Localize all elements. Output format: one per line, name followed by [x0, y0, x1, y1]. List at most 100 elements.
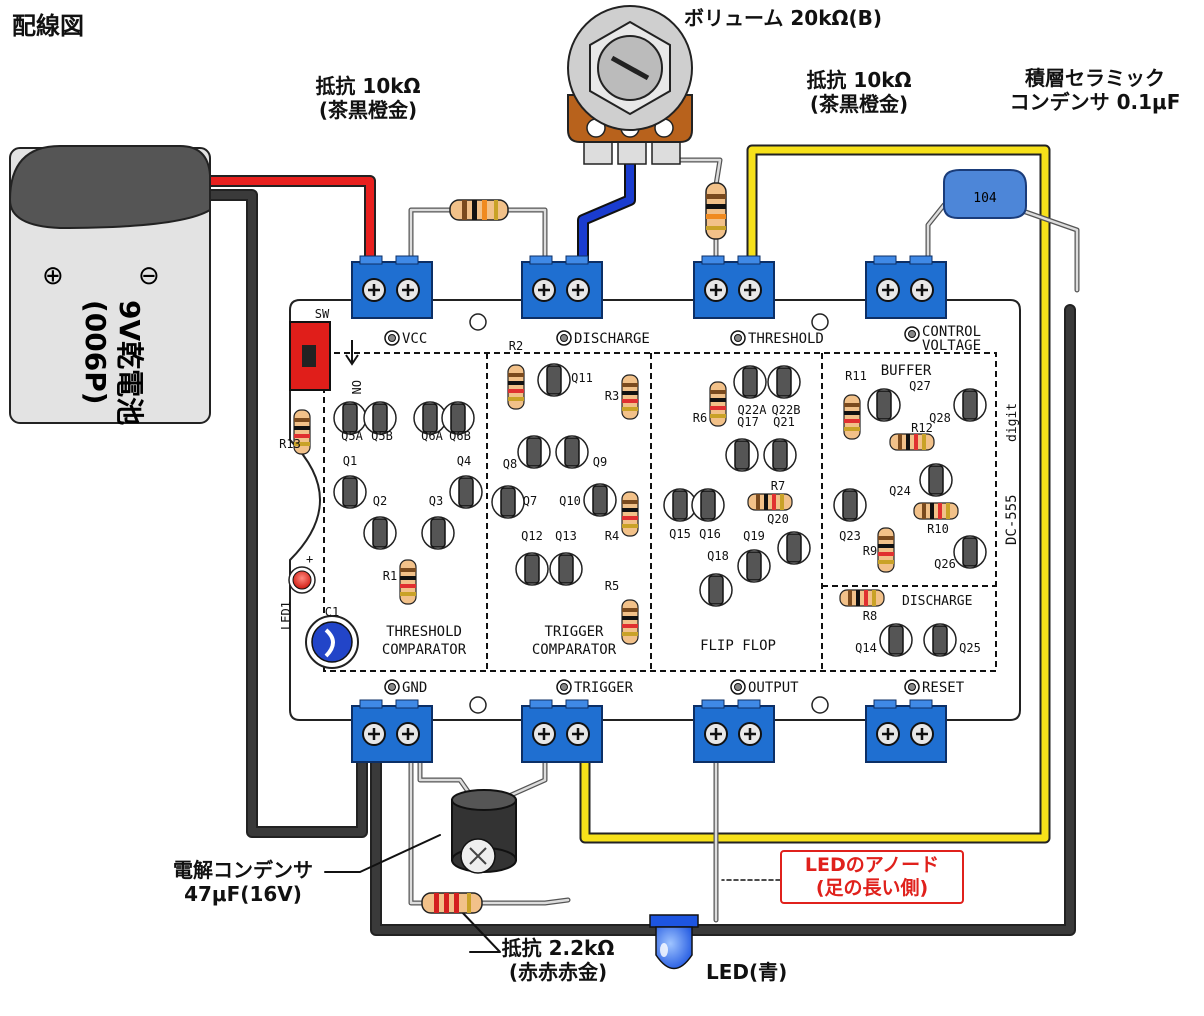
terminal-block — [865, 255, 947, 319]
pin-output: OUTPUT — [748, 680, 799, 696]
screw-icon — [704, 722, 728, 746]
resistor-label: R11 — [845, 369, 867, 383]
screw-icon — [362, 278, 386, 302]
terminal-block — [865, 699, 947, 763]
transistor-label: Q16 — [699, 527, 721, 541]
transistor-label: Q6A — [421, 429, 443, 443]
transistor: Q17 — [725, 415, 759, 472]
transistor: Q23 — [833, 488, 867, 543]
transistor: Q14 — [855, 623, 913, 657]
pin-marker-icon — [556, 679, 572, 695]
resistor: R12 — [889, 421, 935, 451]
screw-icon — [876, 278, 900, 302]
screw-icon — [566, 722, 590, 746]
transistor-label: Q2 — [373, 494, 387, 508]
transistor-label: Q10 — [559, 494, 581, 508]
transistor-label: Q15 — [669, 527, 691, 541]
transistor-label: Q4 — [457, 454, 471, 468]
resistor: R2 — [507, 339, 525, 410]
resistor-bottom-line2: (赤赤赤金) — [508, 960, 608, 984]
transistor-label: Q19 — [743, 529, 765, 543]
section-threshold: THRESHOLD — [386, 624, 462, 640]
ceramic-label: 積層セラミック コンデンサ 0.1μF — [1000, 66, 1190, 114]
pin-control: CONTROL — [922, 324, 981, 340]
transistor-label: Q12 — [521, 529, 543, 543]
ceramic-line2: コンデンサ 0.1μF — [1009, 90, 1181, 114]
transistor: Q25 — [923, 623, 981, 657]
resistor-right-10k — [705, 182, 727, 240]
resistor: R8 — [839, 589, 885, 623]
terminal-block — [693, 699, 775, 763]
electrolytic-line2: 47μF(16V) — [184, 882, 302, 906]
transistor: Q6A — [413, 401, 447, 443]
resistor-label: R4 — [605, 529, 619, 543]
terminal-block — [351, 255, 433, 319]
screw-icon — [738, 722, 762, 746]
transistor-label: Q6B — [449, 429, 471, 443]
resistor-label: R5 — [605, 579, 619, 593]
pin-trigger: TRIGGER — [574, 680, 634, 696]
screw-icon — [566, 278, 590, 302]
transistor: Q19 — [737, 529, 771, 583]
transistor: Q11 — [537, 363, 593, 397]
electrolytic-label: 電解コンデンサ 47μF(16V) — [158, 858, 328, 906]
electrolytic-line1: 電解コンデンサ — [173, 858, 313, 882]
blue-led — [649, 914, 699, 970]
pin-marker-icon — [730, 679, 746, 695]
transistor-label: Q7 — [523, 494, 537, 508]
transistor-label: Q22A — [738, 403, 768, 417]
battery-plus-icon: ⊕ — [42, 261, 64, 291]
pin-marker-icon — [556, 330, 572, 346]
pin-threshold: THRESHOLD — [748, 331, 824, 347]
resistor-left-line2: (茶黒橙金) — [318, 98, 418, 122]
page-title: 配線図 — [12, 12, 84, 40]
wires — [199, 144, 1080, 953]
resistor: R9 — [863, 527, 895, 573]
battery-minus-icon: ⊖ — [138, 261, 160, 291]
resistor: R10 — [913, 502, 959, 536]
resistor-left-label: 抵抗 10kΩ (茶黒橙金) — [268, 74, 468, 122]
section-comparator-1: COMPARATOR — [382, 642, 467, 658]
pin-voltage: VOLTAGE — [922, 338, 981, 354]
pin-gnd: GND — [402, 680, 427, 696]
transistor-label: Q5A — [341, 429, 363, 443]
transistor: Q13 — [549, 529, 583, 586]
digit-label: digit — [1005, 403, 1020, 442]
pcb-labels: VCC DISCHARGE THRESHOLD CONTROL VOLTAGE … — [382, 324, 1020, 696]
transistor-label: Q3 — [429, 494, 443, 508]
transistor: Q22B — [767, 365, 801, 417]
pin-discharge: DISCHARGE — [574, 331, 650, 347]
transistor-label: Q28 — [929, 411, 951, 425]
transistor-label: Q26 — [934, 557, 956, 571]
transistor-label: Q22B — [772, 403, 801, 417]
resistor: R13 — [279, 409, 311, 455]
resistor: R6 — [693, 381, 727, 427]
transistor: Q20 — [767, 512, 811, 565]
screw-icon — [396, 722, 420, 746]
resistor-label: R8 — [863, 609, 877, 623]
transistor: Q5A — [333, 401, 367, 443]
transistor: Q15 — [663, 488, 697, 541]
transistor-label: Q13 — [555, 529, 577, 543]
transistor: Q4 — [449, 454, 483, 509]
resistor-label: R12 — [911, 421, 933, 435]
transistor-label: Q11 — [571, 371, 593, 385]
transistor-label: Q9 — [593, 455, 607, 469]
transistor-label: Q24 — [889, 484, 911, 498]
transistor-label: Q20 — [767, 512, 789, 526]
volume-label: ボリューム 20kΩ(B) — [684, 6, 883, 30]
pin-marker-icon — [730, 330, 746, 346]
resistor-label: R2 — [509, 339, 523, 353]
resistor-bottom-2k2 — [421, 892, 483, 914]
transistor: Q9 — [555, 435, 607, 469]
screw-icon — [532, 722, 556, 746]
transistor: Q2 — [363, 494, 397, 550]
resistor-label: R10 — [927, 522, 949, 536]
pin-reset: RESET — [922, 680, 965, 696]
pin-marker-icon — [904, 326, 920, 342]
resistor-label: R7 — [771, 479, 785, 493]
battery-9v: ⊕ ⊖ 9V乾電池 (006P) — [8, 145, 211, 425]
switch-label: SW — [315, 307, 330, 321]
